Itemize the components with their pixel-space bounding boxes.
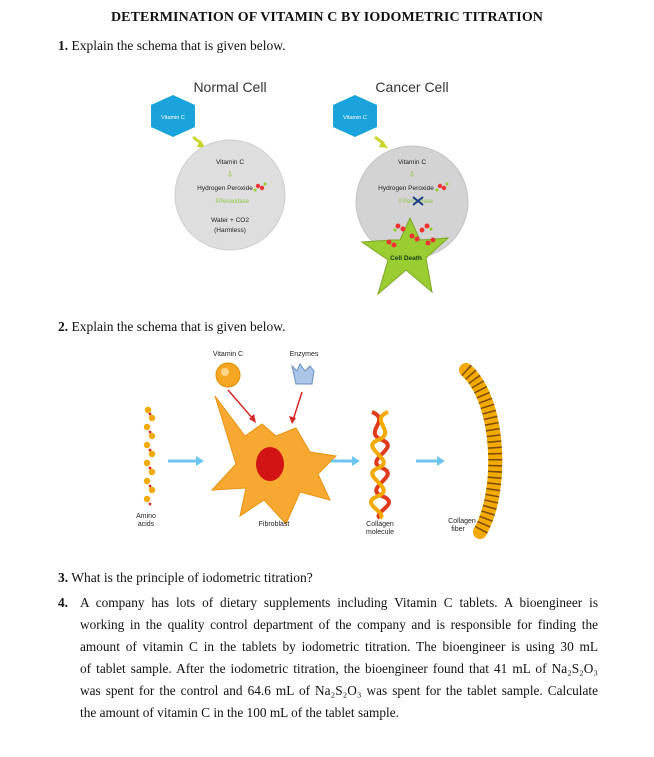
question-4-line: amount of vitamin C in the tablets by io…	[80, 639, 598, 654]
vitamin-c-label: Vitamin C	[213, 351, 243, 358]
question-4-line: working in the quality control departmen…	[80, 617, 598, 632]
vitamin-c-hexagon-icon	[333, 95, 377, 137]
collagen-helix-icon	[369, 410, 391, 520]
amino-acids-label-1: Amino	[136, 513, 156, 520]
h2o2-molecules-cluster-icon	[384, 223, 436, 248]
vitamin-c-ball-icon	[215, 362, 241, 388]
question-4: 4. A company has lots of dietary supplem…	[58, 592, 598, 724]
down-arrow-icon: ⇩	[397, 198, 402, 205]
vitamin-c-badge-label: Vitamin C	[343, 115, 367, 121]
blocked-x-icon	[412, 196, 424, 206]
schema-2-diagram: Vitamin C Enzymes Amino acids Fibroblast…	[136, 351, 503, 539]
nucleus-icon	[256, 447, 284, 481]
question-4-line: was spent for the control and 64.6 mL of…	[80, 683, 598, 698]
question-4-line: the amount of vitamin C in the 100 mL of…	[80, 705, 399, 720]
question-1: 1. Explain the schema that is given belo…	[58, 38, 285, 54]
cancer-vitamin-c-label: Vitamin C	[398, 159, 426, 166]
down-arrow-icon: ⇩	[409, 170, 416, 179]
h2o2-molecule-icon	[253, 182, 267, 192]
vitamin-c-badge-label: Vitamin C	[161, 115, 185, 121]
schema-1-diagram: Normal Cell Cancer Cell Vitamin C Vitami…	[151, 79, 469, 296]
normal-cell-circle	[174, 139, 286, 251]
question-2-number: 2.	[58, 319, 69, 334]
enzymes-label: Enzymes	[290, 351, 319, 358]
enzyme-arrow-icon	[292, 391, 303, 421]
collagen-fiber-icon	[459, 363, 503, 539]
amino-acid-chain-icon	[143, 406, 156, 506]
question-1-text: Explain the schema that is given below.	[71, 38, 286, 53]
question-3-text: What is the principle of iodometric titr…	[71, 570, 313, 585]
question-4-line: of tablet sample. After the iodometric t…	[80, 661, 598, 676]
collagen-molecule-label-2: molecule	[366, 529, 394, 536]
cell-death-star-icon	[360, 216, 450, 296]
collagen-molecule-label-1: Collagen	[366, 521, 394, 528]
h2o2-molecule-icon	[435, 182, 449, 192]
question-3: 3. What is the principle of iodometric t…	[58, 570, 313, 586]
collagen-fiber-label-2: fiber	[451, 526, 465, 533]
cancer-cell-title: Cancer Cell	[375, 79, 448, 95]
down-arrow-icon: ⇩	[227, 170, 234, 179]
question-3-number: 3.	[58, 570, 69, 585]
normal-harmless-label: (Harmless)	[214, 227, 246, 234]
vitamin-c-arrow-icon	[227, 389, 255, 421]
normal-h2o2-label: Hydrogen Peroxide	[197, 185, 253, 192]
enzyme-icon	[291, 362, 315, 385]
question-2: 2. Explain the schema that is given belo…	[58, 319, 285, 335]
normal-peroxidase-label: Peroxidase	[219, 199, 250, 205]
cancer-h2o2-label: Hydrogen Peroxide	[378, 185, 434, 192]
normal-cell-title: Normal Cell	[193, 79, 266, 95]
question-4-line: A company has lots of dietary supplement…	[80, 595, 598, 610]
normal-product-label: Water + CO2	[211, 217, 249, 224]
cell-death-label: Cell Death	[390, 255, 422, 262]
fibroblast-label: Fibroblast	[259, 521, 290, 528]
amino-acids-label-2: acids	[138, 521, 155, 528]
down-arrow-icon: ⇩	[214, 198, 219, 205]
question-2-text: Explain the schema that is given below.	[71, 319, 286, 334]
vitamin-c-hexagon-icon	[151, 95, 195, 137]
normal-vitamin-c-label: Vitamin C	[216, 159, 244, 166]
question-1-number: 1.	[58, 38, 69, 53]
question-4-number: 4.	[58, 595, 68, 610]
collagen-fiber-label-1: Collagen	[448, 518, 476, 525]
document-title: DETERMINATION OF VITAMIN C BY IODOMETRIC…	[110, 10, 544, 25]
